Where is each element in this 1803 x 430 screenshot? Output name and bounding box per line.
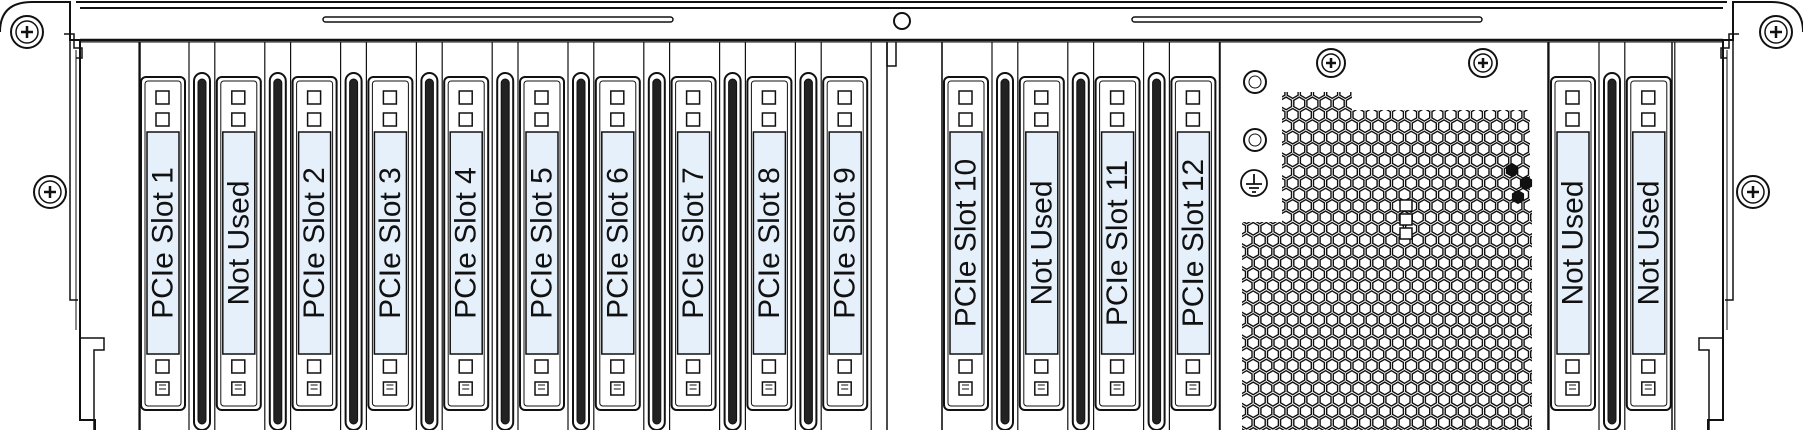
slot-label: PCIe Slot 2 xyxy=(298,167,331,319)
hexagonal-vent-grille xyxy=(1242,92,1532,430)
vent-accent-hex xyxy=(1511,189,1525,205)
slot-column-edge xyxy=(669,42,721,430)
pcie-slot[interactable]: Not Used xyxy=(215,76,262,411)
thumbscrew-icon[interactable] xyxy=(1468,48,1498,78)
pcie-slot[interactable]: Not Used xyxy=(1018,76,1065,411)
slot-divider-rail xyxy=(268,72,287,430)
slot-label: PCIe Slot 6 xyxy=(601,167,634,319)
vent-accent-hex xyxy=(1505,162,1519,178)
slot-label-panel xyxy=(297,131,332,355)
lid-rails xyxy=(322,16,1483,23)
slot-divider-rail xyxy=(799,72,818,430)
pcie-slot-group-right: Not Used Not Used xyxy=(1548,42,1676,430)
slot-label-panel xyxy=(1025,131,1059,355)
slot-divider-rail xyxy=(344,72,363,430)
slot-label: Not Used xyxy=(1632,180,1665,305)
pcie-slot[interactable]: PCIe Slot 4 xyxy=(443,76,490,411)
slot-label: PCIe Slot 3 xyxy=(374,167,407,319)
slot-label-panel xyxy=(676,131,711,355)
corner-screw-icon-left[interactable] xyxy=(10,15,44,49)
pcie-slot-group-middle: PCIe Slot 10 Not Used PCIe Slot 11 PCIe Slo… xyxy=(941,42,1220,430)
slot-label: PCIe Slot 7 xyxy=(677,167,710,319)
slot-column-edge xyxy=(441,42,493,430)
slot-label: PCIe Slot 1 xyxy=(147,167,180,319)
slot-column-edge xyxy=(941,42,993,430)
slot-column-edge xyxy=(517,42,569,430)
slot-column-edge xyxy=(1548,42,1600,430)
slot-label-panel xyxy=(949,131,983,355)
ground-symbol-icon xyxy=(1240,169,1268,197)
slot-column-edge xyxy=(214,42,266,430)
pcie-slot[interactable]: Not Used xyxy=(1625,76,1672,411)
slot-column-edge xyxy=(138,42,190,430)
slot-label: Not Used xyxy=(222,180,255,305)
slot-label-panel xyxy=(1100,131,1135,355)
power-supply-area xyxy=(1240,48,1533,430)
slot-label: PCIe Slot 5 xyxy=(526,167,559,319)
pcie-slot-group-left: PCIe Slot 1 Not Used PCIe Slot 2 PCIe Slot … xyxy=(138,42,872,430)
thumbscrew-icon[interactable] xyxy=(1316,48,1346,78)
slot-divider-rail xyxy=(420,72,439,430)
pcie-slot[interactable]: PCIe Slot 11 xyxy=(1094,76,1141,411)
pcie-slot[interactable]: PCIe Slot 1 xyxy=(140,76,186,411)
slot-label-panel xyxy=(601,131,635,355)
pcie-slot[interactable]: PCIe Slot 2 xyxy=(291,76,338,411)
slot-label-panel xyxy=(146,131,180,355)
slot-label-panel xyxy=(449,131,483,355)
slot-column-edge xyxy=(290,42,342,430)
slot-label-panel xyxy=(222,131,256,355)
slot-label-panel xyxy=(752,131,787,355)
slot-divider-rail xyxy=(647,72,666,430)
slot-label: PCIe Slot 11 xyxy=(1101,160,1134,326)
slot-column-edge xyxy=(593,42,645,430)
slot-label-panel xyxy=(828,131,862,355)
slot-divider-rail xyxy=(572,72,590,430)
slot-label: PCIe Slot 4 xyxy=(450,167,483,319)
pcie-slot[interactable]: PCIe Slot 12 xyxy=(1170,76,1217,411)
slot-label-panel xyxy=(1632,131,1666,355)
slot-column-edge xyxy=(1624,42,1676,430)
slot-column-edge xyxy=(365,42,417,430)
side-screw-icon-left[interactable] xyxy=(33,175,67,209)
vent-accent-hex xyxy=(1519,175,1533,191)
slot-label: PCIe Slot 10 xyxy=(950,159,983,327)
slot-label-panel xyxy=(525,131,559,355)
slot-column-edge xyxy=(744,42,796,430)
slot-divider-rail xyxy=(1147,72,1166,430)
slot-divider-rail xyxy=(193,72,211,430)
slot-column-edge xyxy=(1168,42,1220,430)
pcie-slot[interactable]: PCIe Slot 8 xyxy=(746,76,793,411)
pcie-slot[interactable]: PCIe Slot 3 xyxy=(367,76,414,411)
slot-label: Not Used xyxy=(1557,180,1590,305)
slot-divider-rail xyxy=(723,72,742,430)
psu-release-tab[interactable] xyxy=(1399,199,1413,240)
lid-latch-icon[interactable] xyxy=(893,12,911,30)
pcie-slot[interactable]: PCIe Slot 6 xyxy=(594,76,641,411)
slot-divider-rail xyxy=(1071,72,1090,430)
slot-label-panel xyxy=(1556,131,1590,355)
slot-column-edge xyxy=(1017,42,1069,430)
slot-label-panel xyxy=(373,131,408,355)
slot-label: PCIe Slot 8 xyxy=(753,167,786,319)
slot-label: PCIe Slot 12 xyxy=(1177,159,1210,327)
slot-divider-rail xyxy=(1603,72,1621,430)
pcie-slot[interactable]: PCIe Slot 7 xyxy=(670,76,717,411)
pcie-slot[interactable]: PCIe Slot 5 xyxy=(519,76,565,411)
corner-screw-icon-right[interactable] xyxy=(1759,15,1793,49)
screws-layer xyxy=(10,15,1793,209)
slot-column-edge xyxy=(1093,42,1145,430)
slot-divider-rail xyxy=(496,72,515,430)
pcie-slot[interactable]: PCIe Slot 10 xyxy=(943,76,989,411)
slot-column-edge xyxy=(820,42,872,430)
pcie-slot[interactable]: PCIe Slot 9 xyxy=(822,76,869,411)
slot-label: Not Used xyxy=(1025,180,1058,305)
slot-label: PCIe Slot 9 xyxy=(829,167,862,319)
side-screw-icon-right[interactable] xyxy=(1736,175,1770,209)
slot-divider-rail xyxy=(996,72,1014,430)
slot-label-panel xyxy=(1176,131,1211,355)
pcie-slot[interactable]: Not Used xyxy=(1550,76,1596,411)
